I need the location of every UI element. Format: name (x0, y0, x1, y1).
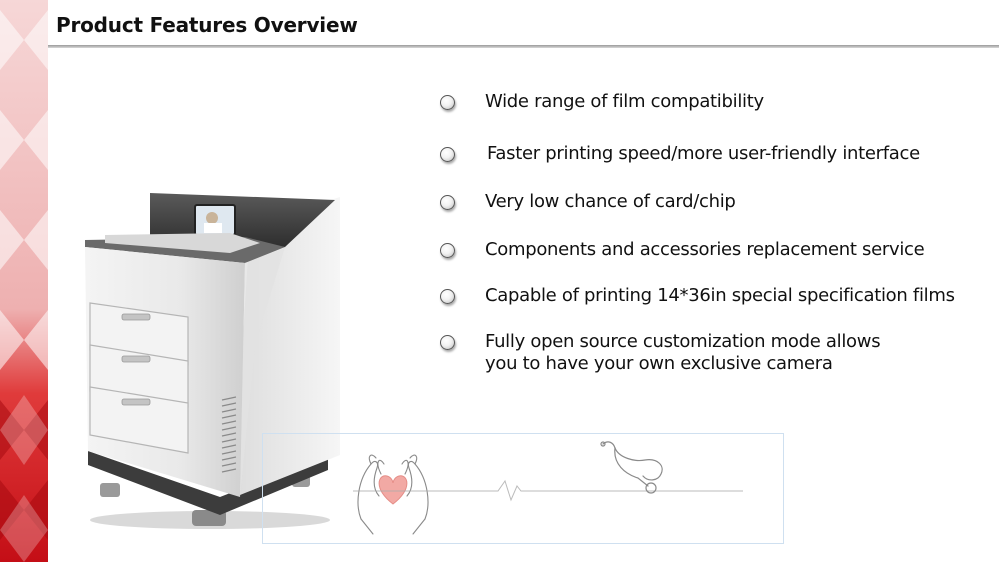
feature-text: Faster printing speed/more user-friendly… (487, 143, 920, 164)
film-printer-image (80, 185, 350, 539)
decorative-side-strip (0, 0, 48, 562)
circle-bullet-icon (440, 289, 455, 304)
circle-bullet-icon (440, 243, 455, 258)
circle-bullet-icon (440, 195, 455, 210)
page-title: Product Features Overview (56, 13, 358, 37)
feature-text: Wide range of film compatibility (485, 91, 764, 112)
diamond-pattern-graphic (0, 0, 48, 562)
feature-text: Fully open source customization mode all… (485, 331, 881, 352)
circle-bullet-icon (440, 147, 455, 162)
circle-bullet-icon (440, 335, 455, 350)
heart-hands-stethoscope-graphic (353, 441, 743, 535)
feature-text: Capable of printing 14*36in special spec… (485, 285, 955, 306)
feature-text-continued: you to have your own exclusive camera (485, 353, 833, 374)
medical-illustration-frame (262, 433, 784, 544)
feature-text: Components and accessories replacement s… (485, 239, 925, 260)
circle-bullet-icon (440, 95, 455, 110)
title-divider (48, 45, 999, 48)
feature-text: Very low chance of card/chip (485, 191, 736, 212)
